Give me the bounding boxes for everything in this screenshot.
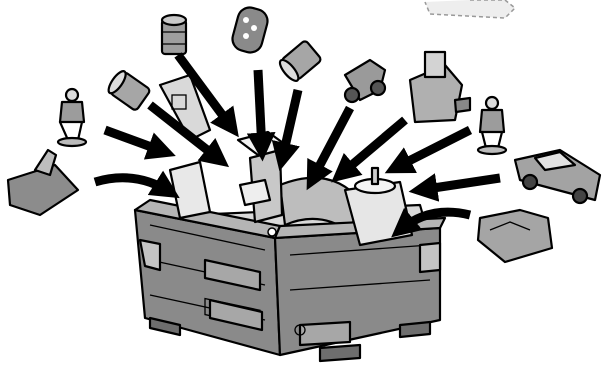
robot-machine — [410, 52, 470, 122]
dashed-callout-corner — [425, 0, 515, 18]
rock-piece — [478, 210, 552, 262]
atv — [345, 60, 385, 102]
barrel-left — [106, 69, 151, 112]
figure-left — [58, 89, 86, 146]
sports-car — [515, 150, 600, 203]
barrel-right — [277, 40, 322, 84]
barrel-top — [162, 15, 186, 54]
left-gun-piece — [8, 150, 78, 215]
figure-right — [478, 97, 506, 154]
tire-top — [230, 5, 270, 55]
